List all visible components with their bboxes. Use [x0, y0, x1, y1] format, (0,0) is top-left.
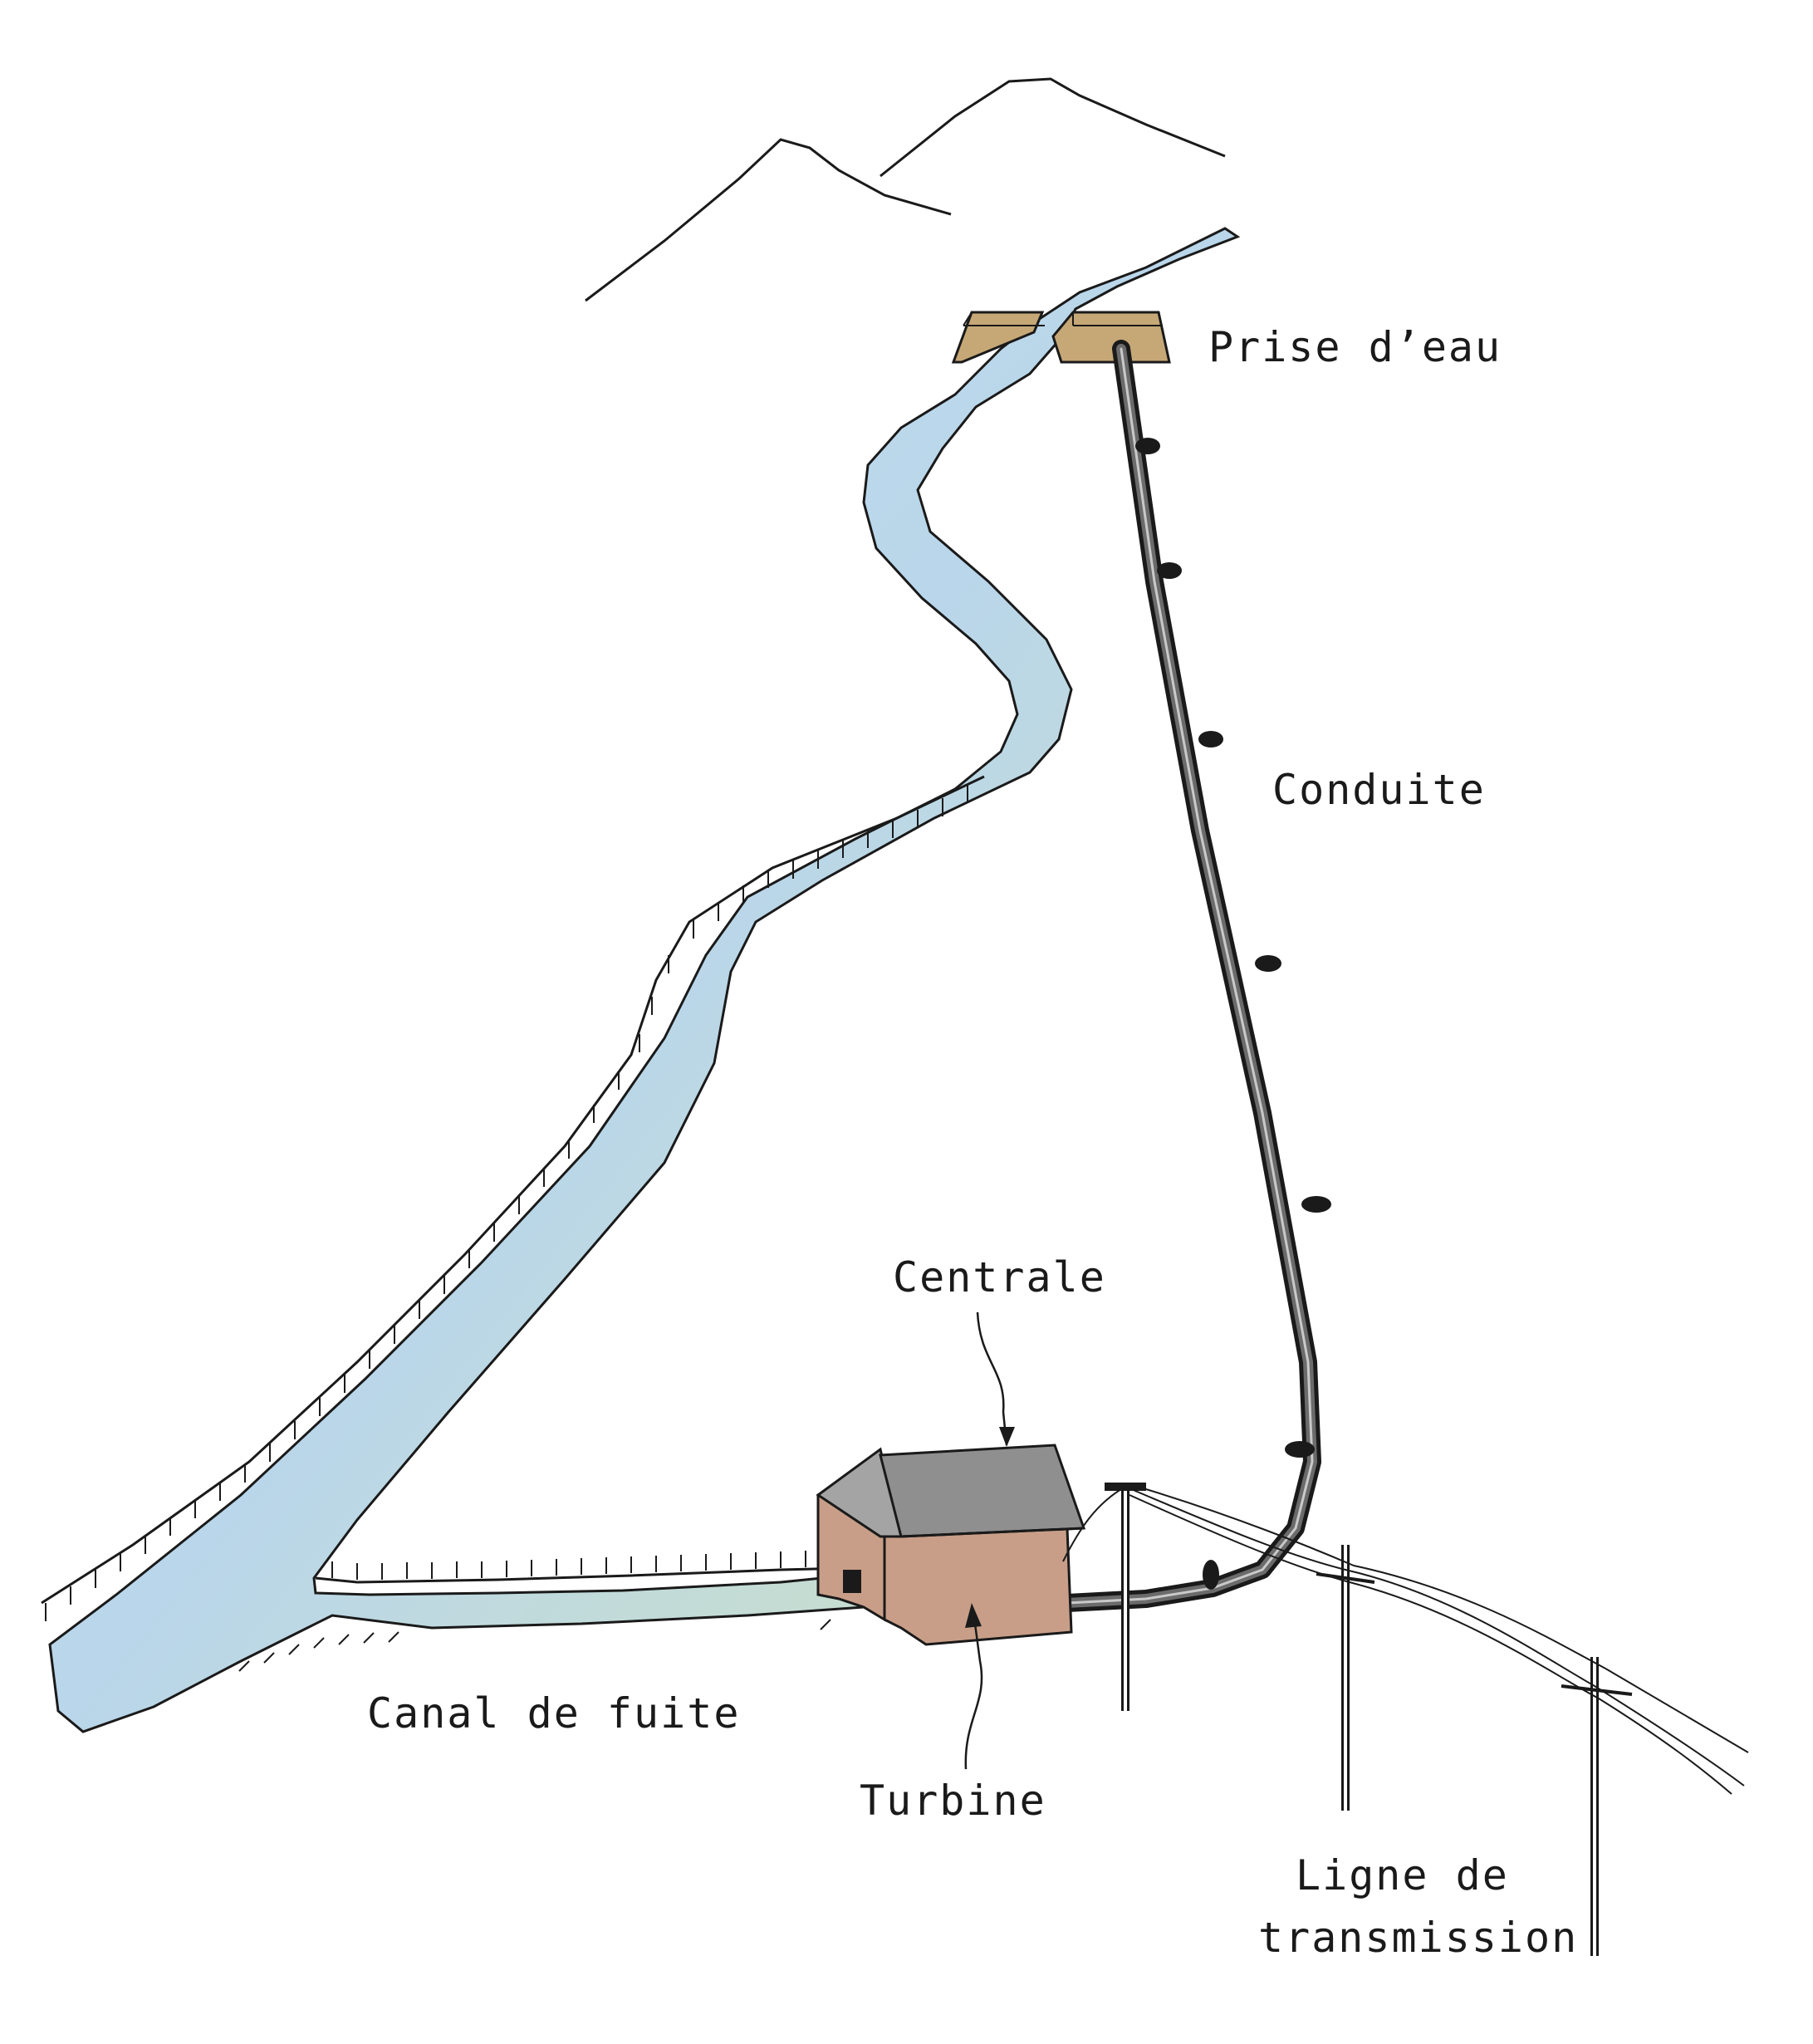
transmission-label-line1: Ligne de: [1296, 1851, 1509, 1899]
river: [41, 227, 1241, 1733]
turbine-label: Turbine: [860, 1777, 1046, 1825]
transmission-line: [1062, 1483, 1749, 1956]
leader-arrows: [964, 1311, 1015, 1770]
intake-structure: [951, 311, 1171, 364]
powerhouse-building: [816, 1444, 1086, 1646]
intake-label: Prise d’eau: [1208, 323, 1502, 371]
penstock-label: Conduite: [1272, 766, 1486, 814]
tailrace-label: Canal de fuite: [367, 1689, 740, 1738]
mountains: [585, 77, 1226, 302]
transmission-label-line2: transmission: [1258, 1914, 1578, 1962]
powerhouse-label: Centrale: [893, 1253, 1106, 1301]
penstock-pipe: [1058, 340, 1331, 1612]
